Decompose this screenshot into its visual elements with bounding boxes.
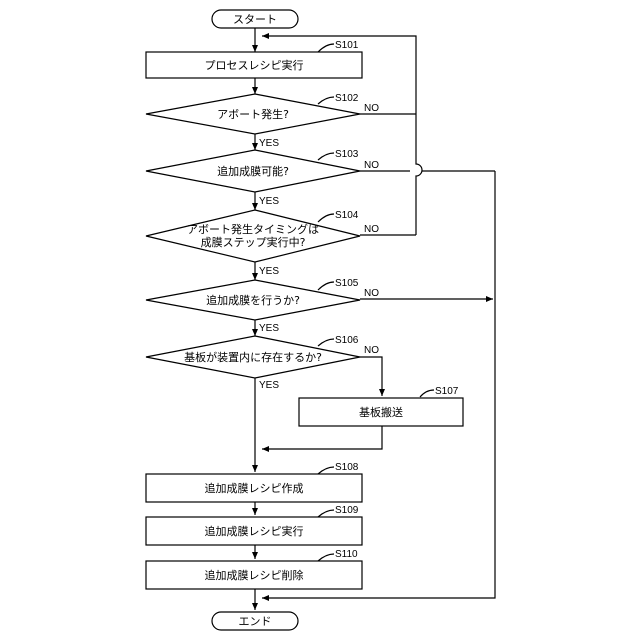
leader-s102: [318, 97, 334, 104]
s104-label-line1: アボート発生タイミングは: [187, 222, 319, 236]
s104-step-id: S104: [335, 210, 359, 221]
s102-step-id: S102: [335, 93, 359, 104]
s106-no-line: [360, 357, 382, 396]
s101-label: プロセスレシピ実行: [205, 58, 304, 72]
s105-yes-label: YES: [259, 323, 279, 334]
s107-return-line: [262, 426, 382, 449]
s102-yes-label: YES: [259, 138, 279, 149]
s102-no-label: NO: [364, 103, 379, 114]
leader-s109: [318, 510, 334, 517]
s109-step-id: S109: [335, 505, 359, 516]
leader-s107: [420, 390, 434, 397]
leader-s106: [318, 339, 334, 346]
s110-step-id: S110: [335, 549, 358, 560]
s105-label: 追加成膜を行うか?: [206, 293, 300, 307]
s103-yes-label: YES: [259, 196, 279, 207]
s110-label: 追加成膜レシピ削除: [205, 568, 304, 582]
s103-step-id: S103: [335, 149, 359, 160]
end-label: エンド: [239, 615, 272, 628]
s108-label: 追加成膜レシピ作成: [205, 481, 304, 495]
leader-s101: [318, 44, 334, 52]
s106-yes-label: YES: [259, 380, 279, 391]
s105-step-id: S105: [335, 278, 359, 289]
s103-no-label: NO: [364, 160, 379, 171]
s101-step-id: S101: [335, 40, 359, 51]
s104-yes-label: YES: [259, 266, 279, 277]
s106-step-id: S106: [335, 335, 359, 346]
leader-s104: [318, 214, 334, 222]
leader-s105: [318, 282, 334, 290]
leader-s103: [318, 153, 334, 160]
s108-step-id: S108: [335, 462, 359, 473]
s109-label: 追加成膜レシピ実行: [205, 524, 304, 538]
start-label: スタート: [233, 13, 277, 26]
s106-no-label: NO: [364, 345, 379, 356]
s103-label: 追加成膜可能?: [217, 164, 289, 178]
leader-s108: [318, 467, 334, 474]
s107-step-id: S107: [435, 386, 459, 397]
s106-label: 基板が装置内に存在するか?: [184, 350, 322, 364]
s102-label: アボート発生?: [217, 107, 289, 121]
s104-label-line2: 成膜ステップ実行中?: [201, 235, 306, 249]
s105-no-label: NO: [364, 288, 379, 299]
s104-no-label: NO: [364, 224, 379, 235]
leader-s110: [318, 554, 334, 561]
s107-label: 基板搬送: [359, 405, 403, 419]
